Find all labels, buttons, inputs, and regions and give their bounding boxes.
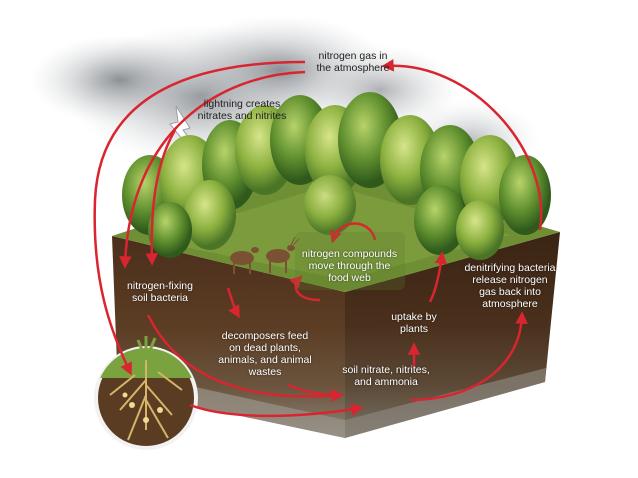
arrow-atmosphere-to-fixing xyxy=(119,70,306,269)
label-food-web: nitrogen compounds move through the food… xyxy=(301,248,398,284)
arrow-uptake-to-trees xyxy=(428,251,448,303)
deer-icon xyxy=(230,236,300,274)
arrow-atmosphere-to-bacteria xyxy=(93,60,306,376)
label-decomposers: decomposers feed on dead plants, animals… xyxy=(218,330,312,378)
label-denitrifying: denitrifying bacteria release nitrogen g… xyxy=(464,262,556,310)
arrow-root-to-soil xyxy=(146,314,344,402)
label-lightning: lightning creates nitrates and nitrites xyxy=(197,98,287,122)
cycle-arrows xyxy=(93,59,543,418)
arrow-bacteria-to-decomposers xyxy=(226,287,240,319)
label-atmosphere: nitrogen gas in the atmosphere xyxy=(316,50,390,74)
label-uptake: uptake by plants xyxy=(391,311,437,335)
arrow-lightning-down xyxy=(145,129,177,266)
label-soil-compounds: soil nitrate, nitrites, and ammonia xyxy=(342,364,430,388)
label-fixing-bacteria: nitrogen-fixing soil bacteria xyxy=(127,280,193,304)
arrow-denitrifying-to-atmosphere xyxy=(381,59,543,231)
arrow-soil-to-denitrifying xyxy=(409,311,528,402)
arrow-root-to-soil-lower xyxy=(189,403,364,418)
arrow-decomposers-to-soil xyxy=(287,383,344,402)
arrow-food-web-loop-bottom xyxy=(289,275,321,302)
forest-trees xyxy=(122,92,551,260)
arrow-food-web-loop-top xyxy=(329,222,377,244)
